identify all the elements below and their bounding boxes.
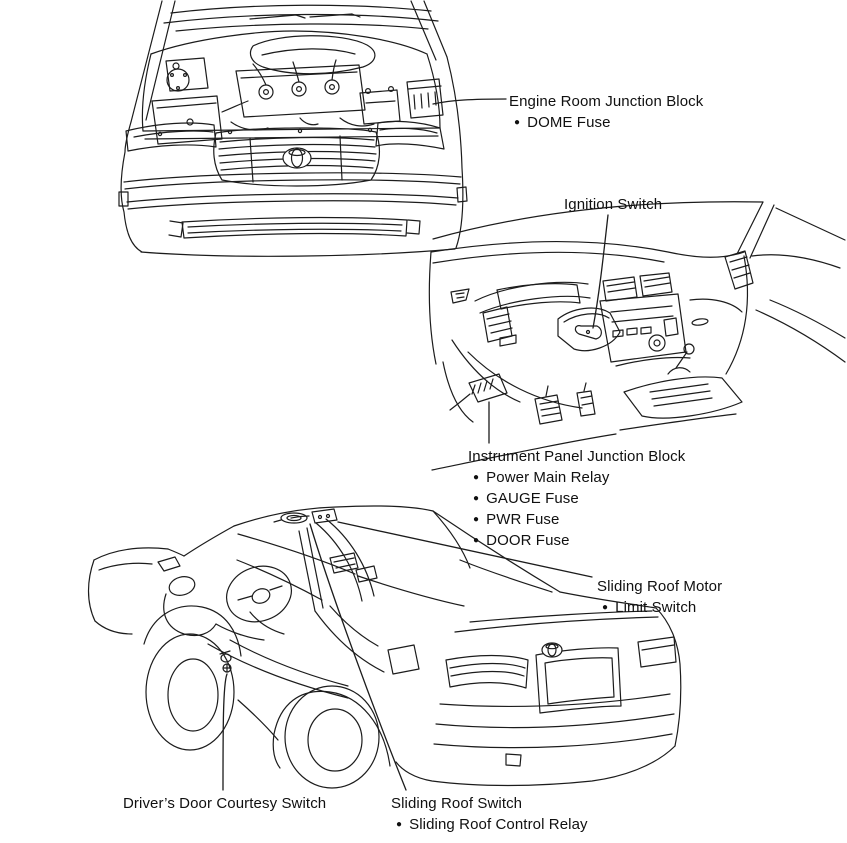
drivers-door-courtesy-switch-part	[219, 650, 232, 673]
leader-lines	[222, 98, 609, 791]
bullet-icon: ●	[602, 602, 609, 613]
callout-title: Instrument Panel Junction Block	[468, 448, 686, 465]
callout-item-label: PWR Fuse	[486, 511, 560, 528]
callout-sliding-roof-switch: Sliding Roof Switch ● Sliding Roof Contr…	[391, 793, 588, 835]
callout-title: Engine Room Junction Block	[509, 93, 704, 110]
callout-item: ● PWR Fuse	[468, 509, 685, 530]
instrument-panel-junction-block-part	[442, 361, 508, 423]
callout-title: Ignition Switch	[564, 196, 663, 213]
callout-title: Driver’s Door Courtesy Switch	[123, 795, 327, 812]
callout-title: Sliding Roof Switch	[391, 795, 523, 812]
callout-item-label: Sliding Roof Control Relay	[409, 816, 588, 833]
leader-sliding-roof-motor	[337, 521, 593, 578]
callout-title: Sliding Roof Motor	[597, 578, 723, 595]
callout-item-label: Power Main Relay	[486, 469, 610, 486]
toyota-logo-front	[282, 147, 312, 169]
callout-item: ● Limit Switch	[597, 597, 722, 618]
bullet-icon: ●	[514, 117, 521, 128]
bullet-icon: ●	[396, 819, 403, 830]
callout-item-label: DOME Fuse	[527, 114, 611, 131]
bullet-icon: ●	[473, 535, 480, 546]
callout-item-label: DOOR Fuse	[486, 532, 570, 549]
leader-engine-room-junction-block	[432, 98, 507, 105]
callout-sliding-roof-motor: Sliding Roof Motor ● Limit Switch	[597, 576, 722, 618]
callout-item: ● Sliding Roof Control Relay	[391, 814, 588, 835]
callout-item: ● DOOR Fuse	[468, 530, 685, 551]
instrument-panel-view-illustration	[428, 201, 846, 471]
callout-instrument-panel-junction-block: Instrument Panel Junction Block ● Power …	[468, 446, 685, 551]
leader-sliding-roof-switch	[309, 523, 407, 791]
engine-compartment-front-view-illustration	[118, 0, 468, 257]
bullet-icon: ●	[473, 472, 480, 483]
callout-item: ● GAUGE Fuse	[468, 488, 685, 509]
sliding-roof-switch-part	[290, 508, 338, 524]
callout-item-label: GAUGE Fuse	[486, 490, 579, 507]
bullet-icon: ●	[473, 514, 480, 525]
rear-three-quarter-view-illustration	[87, 505, 682, 789]
callout-engine-room-junction-block: Engine Room Junction Block ● DOME Fuse	[509, 91, 703, 133]
bullet-icon: ●	[473, 493, 480, 504]
callout-item: ● DOME Fuse	[509, 112, 703, 133]
callout-ignition-switch: Ignition Switch	[564, 194, 662, 215]
sliding-roof-motor-part	[273, 512, 308, 524]
leader-drivers-door-courtesy-switch	[222, 673, 228, 791]
callout-item-label: Limit Switch	[615, 599, 697, 616]
callout-drivers-door-courtesy-switch: Driver’s Door Courtesy Switch	[123, 793, 326, 814]
engine-room-junction-block-part	[406, 78, 444, 119]
callout-item: ● Power Main Relay	[468, 467, 685, 488]
leader-ignition-switch	[592, 214, 609, 329]
toyota-logo-rear	[541, 642, 563, 658]
ignition-switch-part	[557, 307, 621, 352]
